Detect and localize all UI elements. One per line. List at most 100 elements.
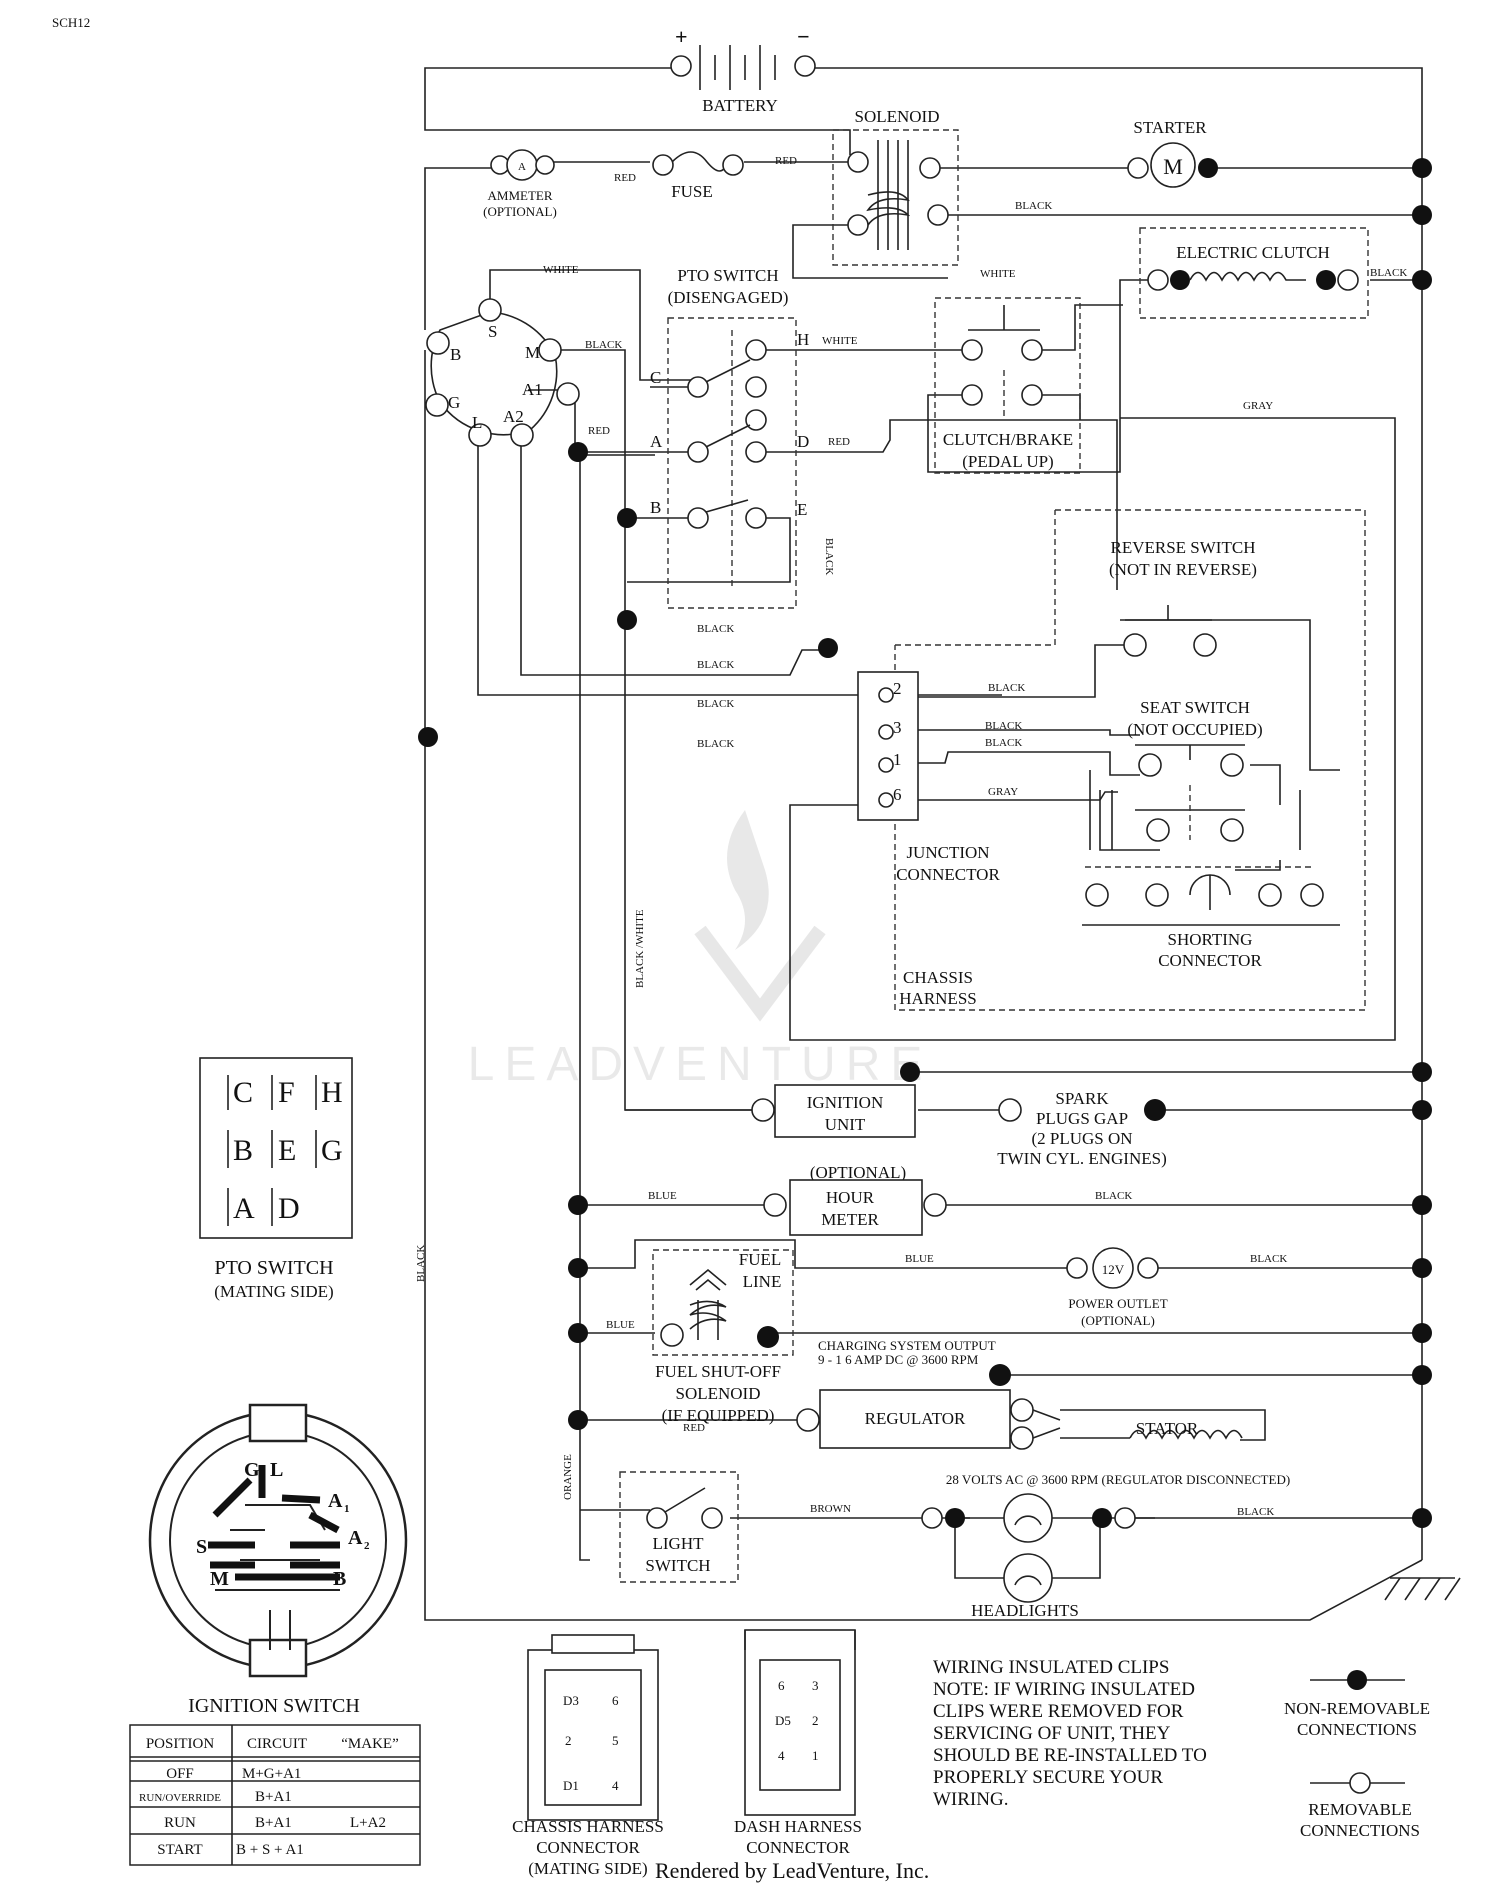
wire-label-black-12: BLACK <box>415 1245 427 1282</box>
wire-label-black-3: BLACK <box>585 339 622 351</box>
power-outlet-label: POWER OUTLET <box>1068 1296 1167 1311</box>
dash-pin-2: 2 <box>812 1713 819 1728</box>
battery-plus: + <box>675 24 688 49</box>
note-line-3: SERVICING OF UNIT, THEY <box>933 1723 1171 1744</box>
spark-plugs-label3: (2 PLUGS ON <box>1031 1129 1132 1148</box>
face-s: S <box>196 1536 207 1558</box>
stator-note: 28 VOLTS AC @ 3600 RPM (REGULATOR DISCON… <box>946 1472 1290 1487</box>
pto-term-c: C <box>650 368 661 387</box>
chassis-pin-d1: D1 <box>563 1778 579 1793</box>
pto-mating-f: F <box>278 1076 295 1109</box>
pto-term-b: B <box>650 498 661 517</box>
pto-mating-d: D <box>278 1192 300 1225</box>
face-m: M <box>210 1568 229 1590</box>
hour-meter: (OPTIONAL) HOUR METER <box>763 1163 947 1236</box>
fuel-solenoid: FUEL LINE FUEL SHUT-OFF SOLENOID (IF EQU… <box>655 1250 781 1425</box>
light-switch: LIGHT SWITCH <box>619 1471 739 1583</box>
legend-removable-label: REMOVABLE <box>1308 1800 1412 1819</box>
stator-label: STATOR <box>1136 1419 1199 1438</box>
pto-mating-subtitle: (MATING SIDE) <box>214 1282 333 1301</box>
wire-label-orange: ORANGE <box>562 1454 574 1500</box>
pto-term-a: A <box>650 432 663 451</box>
reverse-switch: REVERSE SWITCH (NOT IN REVERSE) <box>1109 538 1257 657</box>
table-pos-start: START <box>157 1842 202 1858</box>
table-pos-override: RUN/OVERRIDE <box>139 1792 221 1804</box>
seat-switch-label: SEAT SWITCH <box>1140 698 1250 717</box>
ign-term-g: G <box>448 393 460 412</box>
ignition-unit-label: IGNITION <box>807 1093 883 1112</box>
battery: + − BATTERY <box>670 24 816 115</box>
reverse-switch-state: (NOT IN REVERSE) <box>1109 560 1257 579</box>
headlights-label: HEADLIGHTS <box>971 1601 1079 1620</box>
pto-mating-g: G <box>321 1134 343 1167</box>
pto-mating-c: C <box>233 1076 253 1109</box>
dash-pin-1: 1 <box>812 1748 819 1763</box>
pto-switch-state: (DISENGAGED) <box>668 288 789 307</box>
wire-label-white-2: WHITE <box>980 268 1016 280</box>
spark-plugs-label4: TWIN CYL. ENGINES) <box>997 1149 1167 1168</box>
dash-connector-label: DASH HARNESS <box>734 1817 862 1836</box>
pto-mating-b: B <box>233 1134 253 1167</box>
table-header-make: “MAKE” <box>341 1736 398 1752</box>
model-code: SCH12 <box>52 15 90 30</box>
face-a1-sub: 1 <box>344 1503 350 1515</box>
fuel-solenoid-label3: (IF EQUIPPED) <box>662 1406 775 1425</box>
wire-label-blue-2: BLUE <box>905 1253 934 1265</box>
ammeter: A AMMETER (OPTIONAL) <box>483 149 557 219</box>
chassis-connector-label2: CONNECTOR <box>536 1838 640 1857</box>
wire-label-black-white: BLACK /WHITE <box>634 909 646 988</box>
wire-label-black-10: BLACK <box>985 720 1022 732</box>
spark-plugs-label: SPARK <box>1055 1089 1109 1108</box>
face-g: G <box>244 1459 260 1481</box>
note-line-6: WIRING. <box>933 1789 1008 1810</box>
hour-meter-optional: (OPTIONAL) <box>810 1163 906 1182</box>
starter-motor: STARTER M <box>1127 118 1218 188</box>
chassis-pin-6: 6 <box>612 1693 619 1708</box>
pto-term-e: E <box>797 500 807 519</box>
wiring-note: WIRING INSULATED CLIPS NOTE: IF WIRING I… <box>933 1657 1207 1810</box>
watermark-text: LEADVENTURE <box>468 1038 933 1091</box>
wire-label-black-14: BLACK <box>1250 1253 1287 1265</box>
dash-pin-3: 3 <box>812 1678 819 1693</box>
power-outlet-symbol: 12V <box>1102 1262 1125 1277</box>
clutch-brake-switch: CLUTCH/BRAKE (PEDAL UP) <box>934 297 1081 474</box>
power-outlet: 12V POWER OUTLET (OPTIONAL) <box>1066 1247 1168 1328</box>
wire-label-black-7: BLACK <box>697 698 734 710</box>
table-pos-run: RUN <box>164 1815 196 1831</box>
fuel-solenoid-label2: SOLENOID <box>676 1384 761 1403</box>
electric-clutch-label: ELECTRIC CLUTCH <box>1176 243 1329 262</box>
wires <box>424 67 1423 1621</box>
chassis-pin-d3: D3 <box>563 1693 579 1708</box>
chassis-harness-label: CHASSIS <box>903 968 973 987</box>
connection-dots <box>418 158 1432 1528</box>
wire-label-black-6: BLACK <box>697 659 734 671</box>
light-switch-label2: SWITCH <box>645 1556 710 1575</box>
battery-minus: − <box>797 24 810 49</box>
pto-mating-side: C F H B E G A D PTO SWITCH (MATING SIDE) <box>199 1057 353 1301</box>
dash-pin-d5: D5 <box>775 1713 791 1728</box>
legend-removable-label2: CONNECTIONS <box>1300 1821 1420 1840</box>
dash-pin-4: 4 <box>778 1748 785 1763</box>
wire-label-black-4: BLACK <box>823 538 835 575</box>
table-circ-override: B+A1 <box>255 1789 292 1805</box>
light-switch-label: LIGHT <box>653 1534 705 1553</box>
clutch-brake-label: CLUTCH/BRAKE <box>943 430 1073 449</box>
note-line-2: CLIPS WERE REMOVED FOR <box>933 1701 1184 1722</box>
junction-connector: 2 3 1 6 JUNCTION CONNECTOR CHASSIS HARNE… <box>857 671 1000 1008</box>
ignition-switch-schematic: S B M A1 G L A2 <box>425 298 580 447</box>
starter-symbol: M <box>1163 154 1183 179</box>
electric-clutch: ELECTRIC CLUTCH <box>1139 227 1369 319</box>
ign-term-s: S <box>488 322 497 341</box>
wire-label-blue-1: BLUE <box>648 1190 677 1202</box>
pto-switch-label: PTO SWITCH <box>677 266 778 285</box>
hour-meter-label2: METER <box>821 1210 879 1229</box>
fuse: FUSE <box>652 151 744 201</box>
battery-label: BATTERY <box>702 96 778 115</box>
fuel-line-label: FUEL <box>739 1250 782 1269</box>
table-circ-off: M+G+A1 <box>242 1766 301 1782</box>
table-header-position: POSITION <box>146 1736 215 1752</box>
chassis-harness-label2: HARNESS <box>899 989 976 1008</box>
pto-mating-e: E <box>278 1134 296 1167</box>
ignition-switch-title: IGNITION SWITCH <box>188 1695 360 1717</box>
note-line-4: SHOULD BE RE-INSTALLED TO <box>933 1745 1207 1766</box>
